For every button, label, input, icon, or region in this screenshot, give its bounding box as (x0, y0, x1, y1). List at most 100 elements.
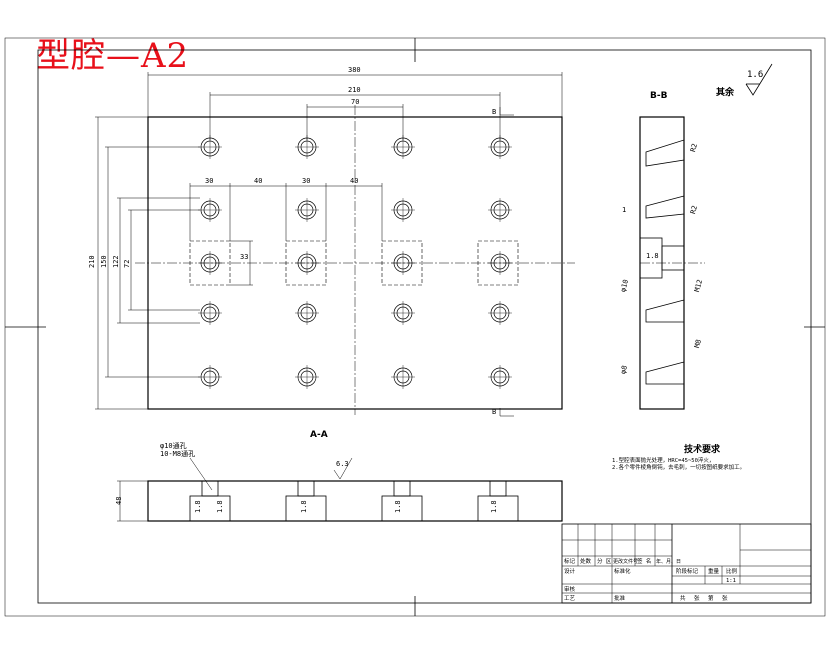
svg-text:70: 70 (351, 98, 359, 106)
side-dim-8: φ8 (619, 365, 629, 375)
tb-sheet: 张 (694, 594, 700, 602)
svg-text:6.3: 6.3 (336, 460, 349, 468)
tb-col-2: 处数 (580, 557, 592, 565)
svg-text:122: 122 (112, 255, 120, 268)
pocket-3 (381, 240, 423, 286)
tb-col-4: 更改文件号 (613, 558, 638, 565)
hole-3-1 (295, 301, 319, 325)
tb-approve: 批准 (614, 594, 626, 602)
title-block: 标记 处数 分 区 更改文件号 签 名 年、月、日 设计 标准化 审核 工艺 批… (561, 523, 812, 604)
svg-text:30: 30 (302, 177, 310, 185)
side-view: B-B R2 1 R2 1.8 φ10 M12 M8 φ8 (619, 91, 705, 410)
tech-req-line-1: 1.型腔表面抛光处理，HRC=45~50淬火， (612, 456, 714, 464)
section-pocket-4 (477, 495, 519, 522)
tb-standardize: 标准化 (614, 567, 631, 575)
hole-4-2 (391, 365, 415, 389)
gate-label-4: 1.8 (394, 500, 402, 513)
pocket-2 (285, 240, 327, 286)
svg-text:B: B (492, 108, 496, 116)
technical-requirements: 技术要求 1.型腔表面抛光处理，HRC=45~50淬火， 2.各个零件棱角倒钝，… (612, 443, 745, 471)
dimension-top-inner: 70 (306, 98, 404, 140)
hole-1-3 (488, 198, 512, 222)
pocket-1 (189, 240, 231, 286)
svg-text:150: 150 (100, 255, 108, 268)
hole-2-1 (295, 251, 319, 275)
tb-col-3: 分 区 (597, 557, 612, 565)
svg-text:40: 40 (254, 177, 262, 185)
roughness-label: 其余 (716, 86, 735, 98)
tb-scale: 1:1 (726, 578, 736, 584)
section-counterbore-3 (393, 480, 411, 497)
svg-text:380: 380 (348, 66, 361, 74)
gate-label-5: 1.8 (490, 500, 498, 513)
roughness-value: 1.6 (747, 70, 763, 80)
plan-view: 380 210 70 B B 3 (88, 66, 575, 440)
hole-3-2 (391, 301, 415, 325)
side-dim-2: 1 (622, 206, 626, 214)
section-mark-bottom: B (492, 408, 514, 417)
surface-mark: 6.3 (333, 457, 353, 480)
hole-2-3 (488, 251, 512, 275)
svg-text:48: 48 (115, 497, 123, 505)
tb-col-6: 年、月、日 (656, 558, 681, 565)
gate-label-2: 1.8 (216, 500, 224, 513)
svg-text:30: 30 (205, 177, 213, 185)
tb-sheet-unit: 张 (722, 594, 728, 602)
dimension-left-2: 150 (100, 146, 200, 378)
side-dim-3: R2 (689, 205, 699, 215)
svg-text:210: 210 (88, 255, 96, 268)
section-counterbore-4 (489, 480, 507, 497)
inner-frame (37, 49, 812, 604)
section-mark-top: B (492, 107, 514, 116)
hole-4-0 (198, 365, 222, 389)
tb-sheets-total: 共 (680, 594, 686, 602)
tb-col-1: 标记 (564, 557, 576, 565)
side-gate-2 (645, 195, 685, 219)
tb-sheet-no: 第 (708, 594, 714, 602)
dimension-top-mid: 210 (209, 86, 501, 140)
dimension-left-overall: 210 (88, 116, 148, 410)
hole-note-leader: φ10通孔 10-M8通孔 (160, 441, 213, 491)
svg-text:40: 40 (350, 177, 358, 185)
dimension-left-4: 72 (123, 209, 200, 311)
dimension-pocket-height: 33 (230, 240, 253, 286)
tech-req-heading: 技术要求 (684, 443, 721, 455)
side-dim-1: R2 (689, 143, 699, 153)
svg-text:φ10通孔: φ10通孔 (160, 441, 187, 450)
roughness-symbol: 其余 1.6 (716, 63, 773, 98)
section-view: 48 φ10通孔 10-M8通孔 6.3 1.8 1.8 1.8 1.8 1.8 (115, 441, 563, 522)
outer-frame (4, 37, 826, 617)
tb-design: 设计 (564, 567, 576, 575)
tb-process: 工艺 (564, 595, 576, 602)
section-pocket-3 (381, 495, 423, 522)
side-port (661, 245, 685, 271)
side-gate-4 (645, 361, 685, 385)
tech-req-line-2: 2.各个零件棱角倒钝，去毛刺，一切按图纸要求加工。 (612, 463, 745, 471)
side-gate-3 (645, 299, 685, 323)
svg-text:B: B (492, 408, 496, 416)
view-label-b-b: B-B (650, 91, 668, 101)
side-dim-6: M12 (693, 279, 704, 293)
hole-1-0 (198, 198, 222, 222)
hole-1-1 (295, 198, 319, 222)
hole-2-0 (198, 251, 222, 275)
side-gate-1 (645, 139, 685, 167)
svg-text:210: 210 (348, 86, 361, 94)
side-dim-4: 1.8 (646, 252, 659, 260)
section-counterbore-1 (201, 480, 219, 497)
hole-4-3 (488, 365, 512, 389)
hole-1-2 (391, 198, 415, 222)
side-dim-7: M8 (693, 339, 703, 349)
tb-ratio: 比例 (726, 567, 738, 575)
tb-col-5: 签 名 (637, 557, 651, 565)
hole-3-3 (488, 301, 512, 325)
svg-text:72: 72 (123, 260, 131, 268)
gate-label-1: 1.8 (194, 500, 202, 513)
section-counterbore-2 (297, 480, 315, 497)
hole-4-1 (295, 365, 319, 389)
svg-text:33: 33 (240, 253, 248, 261)
dimension-chain-row: 30 40 30 40 (189, 177, 383, 241)
hole-2-2 (391, 251, 415, 275)
svg-text:10-M8通孔: 10-M8通孔 (160, 449, 195, 458)
